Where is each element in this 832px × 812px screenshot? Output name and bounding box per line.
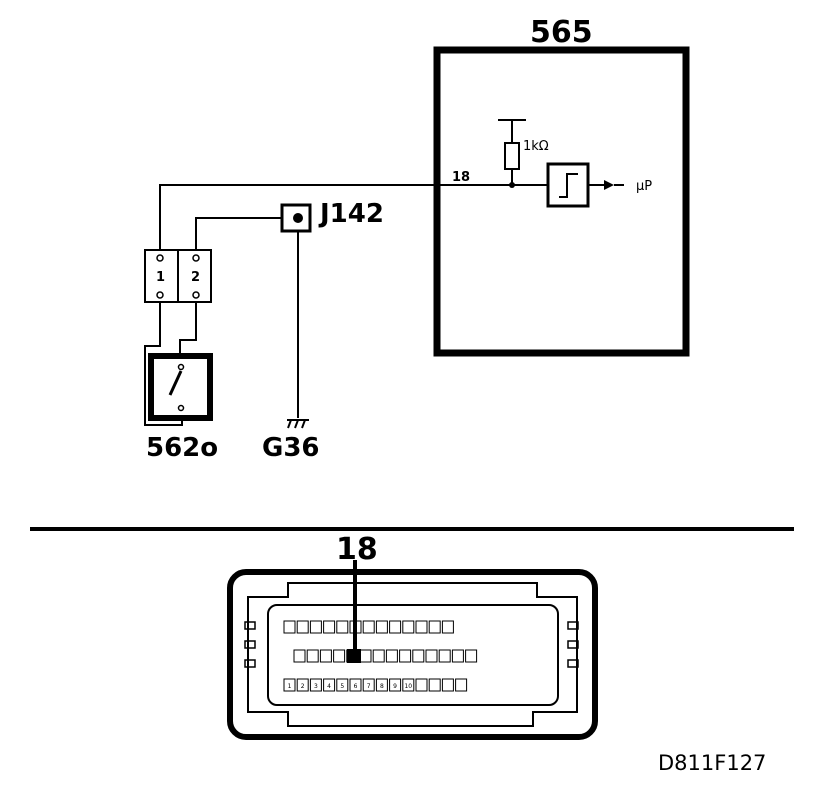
- pin-cavity: [336, 678, 349, 692]
- connector-pin-rows: 1 2 3 4 5 6 7 8 9 10: [283, 620, 478, 692]
- figure-reference: D811F127: [658, 751, 766, 775]
- pin-cavity: [428, 620, 441, 634]
- pin-cavity: [333, 649, 346, 663]
- pin-cavity: [362, 678, 375, 692]
- pin-cavity: [438, 649, 451, 663]
- pin-cavity: [283, 678, 296, 692]
- pin-cavity: [399, 649, 412, 663]
- ecu-label: 565: [530, 15, 593, 50]
- pin-cavity: [402, 678, 415, 692]
- pin-cavity: [319, 649, 332, 663]
- pin-cavity: [441, 620, 454, 634]
- pin-cavity: [293, 649, 306, 663]
- pin-number: 10: [404, 683, 412, 690]
- junction-dot: [293, 213, 303, 223]
- pin-number: 3: [314, 683, 318, 690]
- pin-cavity: [415, 620, 428, 634]
- connector-pin-1: 1: [156, 270, 165, 285]
- pin-cavity: [451, 649, 464, 663]
- pin-number: 8: [380, 683, 384, 690]
- pin-cavity: [402, 620, 415, 634]
- connector-pin-2: 2: [191, 270, 200, 285]
- junction-label: J142: [318, 199, 384, 229]
- switch-icon: [168, 363, 185, 412]
- pin-cavity: [425, 649, 438, 663]
- pin-cavity: [283, 620, 296, 634]
- pin-callout-label: 18: [336, 532, 378, 567]
- pin-cavity: [455, 678, 468, 692]
- pin-cavity: [465, 649, 478, 663]
- pin-cavity: [385, 649, 398, 663]
- switch-wire-1: [144, 302, 183, 426]
- pin-cavity: [359, 649, 372, 663]
- schmitt-trigger-icon: [546, 162, 624, 208]
- ecu-connector-face: [227, 569, 598, 740]
- microprocessor-label: µP: [636, 179, 652, 194]
- ground-label: G36: [262, 433, 320, 463]
- pullup-resistor: [498, 119, 526, 188]
- ground-icon: [287, 419, 309, 429]
- pin-number: 5: [340, 683, 344, 690]
- pin-cavity: [309, 678, 322, 692]
- pin-cavity: [362, 620, 375, 634]
- pin-18-highlight: [347, 649, 361, 663]
- switch-label: 562o: [146, 433, 218, 463]
- ecu-box: [433, 46, 690, 357]
- ground-wire-upper: [195, 217, 282, 250]
- pin-cavity: [375, 620, 388, 634]
- pin-number: 9: [393, 683, 397, 690]
- switch-wire-2: [179, 302, 197, 358]
- pin-cavity: [323, 620, 336, 634]
- pin-cavity: [372, 649, 385, 663]
- pin-cavity: [296, 678, 309, 692]
- pin-cavity: [441, 678, 454, 692]
- pin-cavity: [375, 678, 388, 692]
- pin-cavity: [412, 649, 425, 663]
- pin-cavity: [323, 678, 336, 692]
- pin-cavity: [336, 620, 349, 634]
- pin-number: 6: [354, 683, 358, 690]
- pin-cavity: [389, 678, 402, 692]
- pin-number: 7: [367, 683, 371, 690]
- pin-cavity: [296, 620, 309, 634]
- ecu-pin-label: 18: [452, 170, 470, 185]
- pin-cavity: [428, 678, 441, 692]
- pin-cavity: [306, 649, 319, 663]
- pin-cavity: [389, 620, 402, 634]
- resistor-label: 1kΩ: [523, 139, 549, 154]
- pin-number: 4: [327, 683, 331, 690]
- pin-number: 1: [288, 683, 292, 690]
- pin-cavity: [309, 620, 322, 634]
- two-pin-connector: [144, 249, 212, 303]
- signal-wire: [159, 184, 548, 250]
- pin-number: 2: [301, 683, 305, 690]
- pin-cavity: [349, 678, 362, 692]
- pin-cavity: [415, 678, 428, 692]
